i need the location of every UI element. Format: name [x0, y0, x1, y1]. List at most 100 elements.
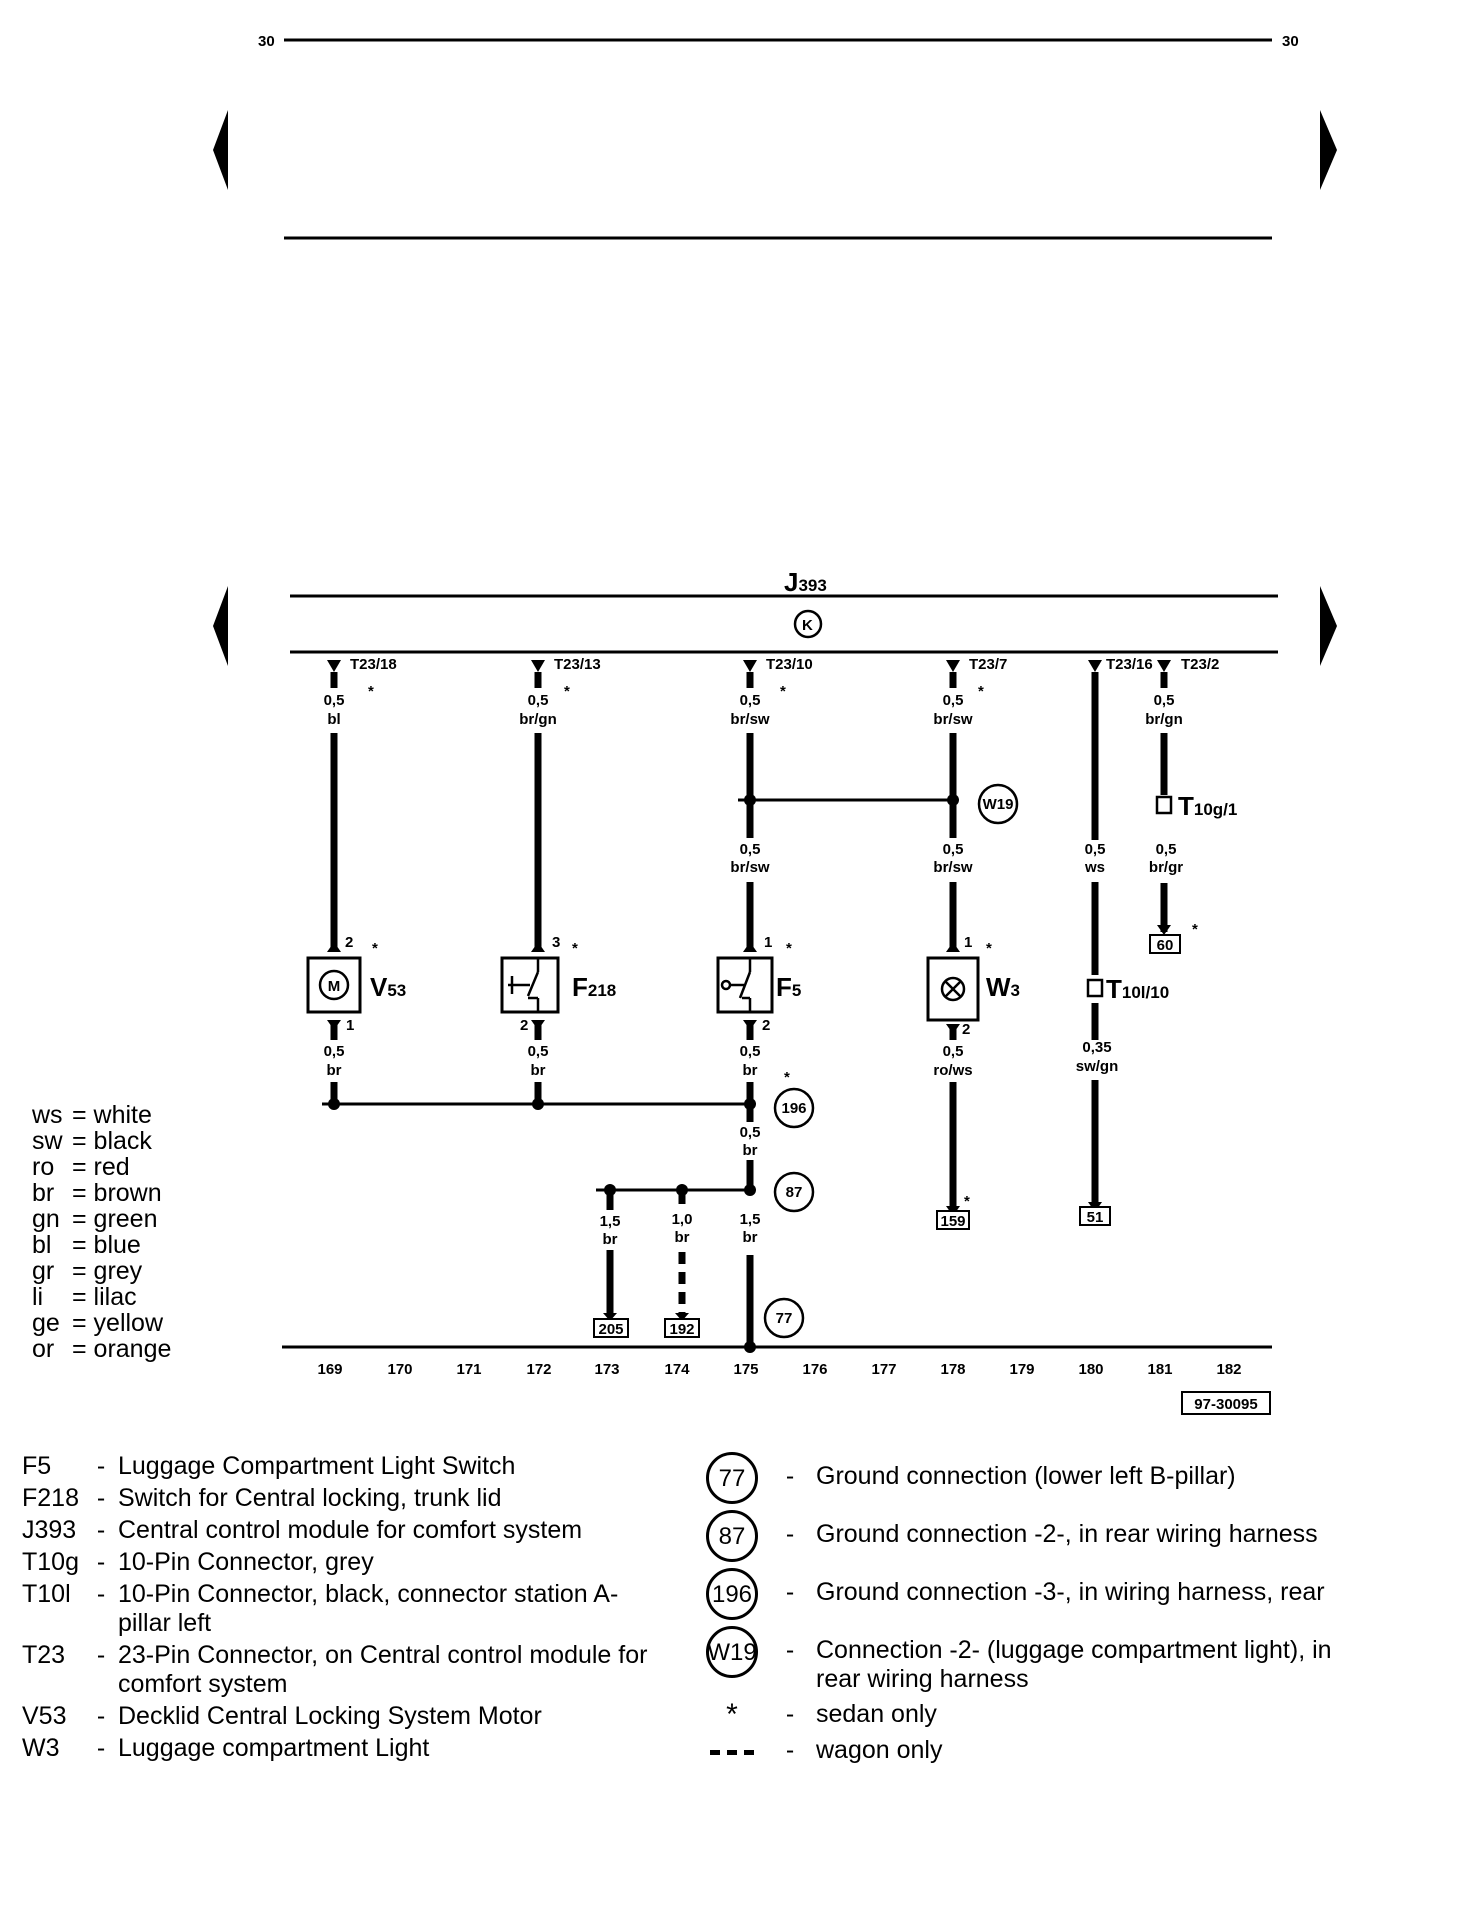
- legend-key: W3: [22, 1734, 60, 1762]
- track-number: 170: [387, 1361, 412, 1378]
- legend-dash: -: [96, 1548, 106, 1576]
- wire-color: sw/gn: [1076, 1058, 1119, 1075]
- color-code-row: br= brown: [32, 1180, 171, 1206]
- legend-dash: -: [96, 1734, 106, 1762]
- wire-specs-mid: 0,5 br/sw 0,5 br/sw 0,5 ws 0,5 br/gr: [730, 841, 1183, 876]
- color-code: ws: [32, 1101, 63, 1129]
- wire-gauge: 0,5: [528, 1043, 549, 1060]
- pin-arrow: [531, 1020, 545, 1030]
- wire-gauge: 0,5: [324, 1043, 345, 1060]
- pin-number: 2: [962, 1021, 970, 1038]
- connector-pin-labels: T23/18 T23/13 T23/10 T23/7 T23/16 T23/2: [350, 656, 1219, 673]
- wire-gauge: 1,0: [672, 1211, 693, 1228]
- legend-dash: -: [96, 1702, 106, 1730]
- connection-w19-icon: [977, 783, 1019, 825]
- color-meaning: = brown: [72, 1179, 162, 1207]
- ref-box-205: [593, 1318, 629, 1338]
- component-label-f218: F218: [572, 972, 616, 1002]
- legend-desc: 10-Pin Connector, black, connector stati…: [118, 1580, 619, 1637]
- switch-icon: [508, 958, 540, 1012]
- legend-desc: 10-Pin Connector, grey: [118, 1548, 374, 1576]
- legend-dash: -: [785, 1578, 795, 1606]
- nav-arrow-right-icon[interactable]: [1320, 110, 1337, 190]
- wire-color: br: [743, 1142, 758, 1159]
- wire-color: br/gn: [519, 711, 557, 728]
- wire-gauge: 1,5: [740, 1211, 761, 1228]
- wire-gauge: 0,5: [1154, 692, 1175, 709]
- legend-desc: Central control module for comfort syste…: [118, 1516, 583, 1544]
- junction-dots: [328, 794, 959, 1353]
- track-number: 177: [871, 1361, 896, 1378]
- ref-159: 159: [940, 1213, 965, 1230]
- sedan-only-marker: *: [572, 940, 578, 957]
- legend-key: T10l: [22, 1580, 71, 1608]
- wire-gauge: 0,35: [1082, 1039, 1111, 1056]
- wire-color: br: [531, 1062, 546, 1079]
- legend-desc: Ground connection (lower left B-pillar): [816, 1462, 1236, 1490]
- legend-key: F218: [22, 1484, 79, 1512]
- sedan-only-marker: *: [780, 683, 786, 700]
- wire-end-arrow: [675, 1313, 689, 1321]
- ground-symbol-icon: 87: [706, 1510, 758, 1562]
- nav-arrow-right-icon[interactable]: [1320, 586, 1337, 666]
- color-code-row: sw= black: [32, 1128, 171, 1154]
- connector-t10g-label: T10g/1: [1178, 791, 1237, 821]
- pin-label: T23/7: [969, 656, 1007, 673]
- wire-color: ws: [1084, 859, 1105, 876]
- ground-87: 87: [773, 1171, 815, 1213]
- legend-desc: sedan only: [816, 1700, 937, 1728]
- legend-item: T10g-10-Pin Connector, grey: [22, 1548, 662, 1577]
- pin-number: 2: [520, 1017, 528, 1034]
- track-number: 179: [1009, 1361, 1034, 1378]
- legend-item: 87-Ground connection -2-, in rear wiring…: [700, 1510, 1360, 1562]
- color-code: gn: [32, 1205, 60, 1233]
- legend-desc: 23-Pin Connector, on Central control mod…: [118, 1641, 648, 1698]
- legend-item: W3-Luggage compartment Light: [22, 1734, 662, 1763]
- ground-77: 77: [763, 1297, 805, 1339]
- wire-specs-top: 0,5 bl 0,5 br/gn 0,5 br/sw 0,5 br/sw 0,5…: [324, 692, 1183, 728]
- legend-key: J393: [22, 1516, 77, 1544]
- nav-arrow-left-icon[interactable]: [213, 586, 228, 666]
- sedan-only-marker: *: [786, 940, 792, 957]
- track-number: 173: [594, 1361, 619, 1378]
- pin-arrow: [743, 942, 757, 952]
- track-number: 172: [526, 1361, 551, 1378]
- page-number-left: 30: [258, 33, 275, 50]
- wire-color: br/sw: [730, 711, 770, 728]
- wire-color: br/sw: [933, 859, 973, 876]
- legend-item: V53-Decklid Central Locking System Motor: [22, 1702, 662, 1731]
- color-code-legend: ws= white sw= black ro= red br= brown gn…: [32, 1102, 171, 1362]
- page-number-right: 30: [1282, 33, 1299, 50]
- sedan-only-marker: *: [564, 683, 570, 700]
- legend-item: J393-Central control module for comfort …: [22, 1516, 662, 1545]
- pin-number: 1: [964, 934, 972, 951]
- color-code-row: or= orange: [32, 1336, 171, 1362]
- legend-key: T23: [22, 1641, 66, 1669]
- ground-196-icon: [773, 1087, 815, 1129]
- color-meaning: = lilac: [72, 1283, 137, 1311]
- component-label-v53: V53: [370, 972, 406, 1002]
- pin-number: 3: [552, 934, 560, 951]
- sedan-markers-top: * * * *: [368, 683, 984, 700]
- wire-gauge: 0,5: [740, 1043, 761, 1060]
- legend-dash: -: [96, 1484, 106, 1512]
- sedan-only-marker: *: [978, 683, 984, 700]
- wire-color: br/sw: [730, 859, 770, 876]
- wires: [330, 672, 1168, 1352]
- figure-id: 97-30095: [1194, 1396, 1257, 1413]
- legend-item: F218-Switch for Central locking, trunk l…: [22, 1484, 662, 1513]
- module-name: J393: [784, 567, 827, 597]
- track-number: 181: [1147, 1361, 1172, 1378]
- component-label-f5: F5: [776, 972, 801, 1002]
- ref-box-192: [664, 1318, 700, 1338]
- ground-symbol-icon: 196: [706, 1568, 758, 1620]
- track-number: 182: [1216, 1361, 1241, 1378]
- color-code-row: ge= yellow: [32, 1310, 171, 1336]
- ground-symbol-icon: 77: [706, 1452, 758, 1504]
- ref-192: 192: [669, 1321, 694, 1338]
- nav-arrow-left-icon[interactable]: [213, 110, 228, 190]
- legend-dash: -: [785, 1636, 795, 1664]
- wire-end-arrow: [1157, 925, 1171, 935]
- figure-id-box: [1181, 1391, 1271, 1415]
- motor-symbol: M: [328, 978, 341, 995]
